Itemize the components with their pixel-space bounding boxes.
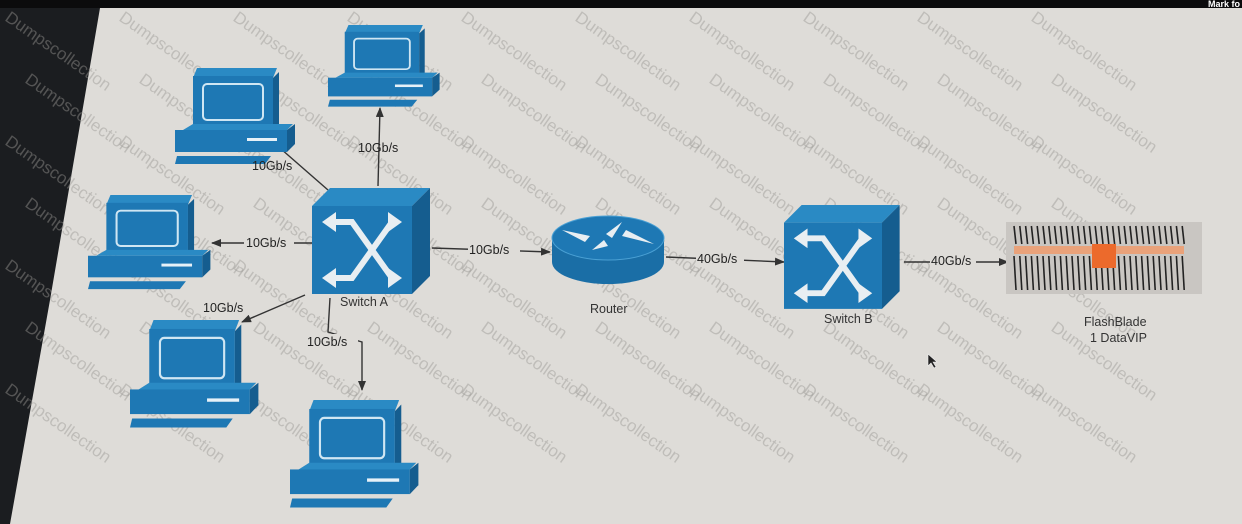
blade-slot: [1117, 225, 1122, 245]
blade-slot: [1140, 255, 1145, 291]
blade-slot: [1042, 255, 1046, 291]
pc-top-left-icon: [174, 67, 296, 165]
blade-slot: [1053, 255, 1058, 291]
blade-slot: [1053, 225, 1058, 245]
link-label-pc-lower-left: 10Gb/s: [203, 301, 243, 315]
blade-slot: [1175, 225, 1180, 245]
blade-slot: [1036, 225, 1040, 245]
blade-slot: [1082, 255, 1087, 291]
blade-slot: [1129, 255, 1133, 291]
switch-b-label: Switch B: [824, 312, 873, 326]
blade-slot: [1019, 255, 1023, 291]
mark-for-review-button[interactable]: Mark fo: [1207, 0, 1242, 9]
flashblade-icon: [1006, 222, 1202, 294]
blade-slot: [1135, 255, 1139, 291]
link-label-switch-b-flashblade: 40Gb/s: [931, 254, 971, 268]
blade-slot: [1077, 225, 1081, 245]
blade-slot: [1181, 225, 1185, 245]
link-label-pc-left: 10Gb/s: [246, 236, 286, 250]
link-label-pc-top: 10Gb/s: [358, 141, 398, 155]
blade-slot: [1140, 225, 1145, 245]
blade-slot: [1048, 225, 1052, 245]
blade-slot: [1152, 225, 1156, 245]
blade-slot: [1164, 255, 1168, 291]
blade-slot: [1169, 225, 1174, 245]
switch-b-icon: [784, 205, 900, 309]
switch-a-icon: [312, 188, 430, 294]
blade-slot: [1164, 225, 1168, 245]
blade-slot: [1082, 225, 1087, 245]
switch-a-label: Switch A: [340, 295, 389, 309]
blade-slot: [1175, 255, 1180, 291]
blade-slot: [1146, 255, 1151, 291]
blade-slot: [1135, 225, 1139, 245]
blade-slot: [1088, 225, 1093, 245]
link-label-switch-a-router: 10Gb/s: [469, 243, 509, 257]
link-label-pc-top-left: 10Gb/s: [252, 159, 292, 173]
flashblade-label: FlashBlade: [1084, 315, 1147, 329]
blade-slot: [1036, 255, 1040, 291]
blade-slot: [1077, 255, 1081, 291]
blade-slot: [1106, 225, 1110, 245]
router-icon: [551, 215, 665, 284]
router-label: Router: [590, 302, 628, 316]
blade-slot: [1030, 225, 1035, 245]
blade-slot: [1158, 225, 1162, 245]
blade-slot: [1059, 225, 1064, 245]
blade-slot: [1019, 225, 1023, 245]
blade-slot: [1048, 255, 1052, 291]
blade-slot: [1030, 255, 1035, 291]
blade-slot: [1146, 225, 1151, 245]
link-pc-top: [375, 107, 384, 187]
blade-slot: [1123, 225, 1127, 245]
blade-slot: [1152, 255, 1156, 291]
blade-slot: [1123, 255, 1127, 291]
blade-slot: [1059, 255, 1064, 291]
blade-slot: [1071, 225, 1075, 245]
flashblade-datavip-label: 1 DataVIP: [1090, 331, 1147, 345]
pc-bottom-icon: [288, 398, 420, 509]
link-label-pc-bottom: 10Gb/s: [307, 335, 347, 349]
blade-slot: [1024, 255, 1029, 291]
blade-slot: [1013, 255, 1017, 291]
blade-slot: [1111, 225, 1116, 245]
blade-slot: [1169, 255, 1174, 291]
blade-slot: [1088, 255, 1093, 291]
link-pc-lower-left: [241, 294, 306, 323]
blade-slot: [1181, 255, 1185, 291]
blade-slot: [1071, 255, 1075, 291]
blade-slot: [1094, 225, 1098, 245]
mouse-cursor-icon: [927, 353, 938, 369]
blade-slot: [1042, 225, 1046, 245]
blade-slot: [1065, 225, 1069, 245]
mark-label: Mark fo: [1207, 0, 1240, 9]
blade-slot: [1013, 225, 1017, 245]
blade-slot: [1129, 225, 1133, 245]
blade-slot: [1100, 225, 1104, 245]
link-label-router-switch-b: 40Gb/s: [697, 252, 737, 266]
blade-slot: [1158, 255, 1162, 291]
blade-slot: [1117, 255, 1122, 291]
blade-slot: [1065, 255, 1069, 291]
pc-left-icon: [86, 193, 212, 291]
top-bar: [0, 0, 1242, 8]
blade-slot: [1024, 225, 1029, 245]
